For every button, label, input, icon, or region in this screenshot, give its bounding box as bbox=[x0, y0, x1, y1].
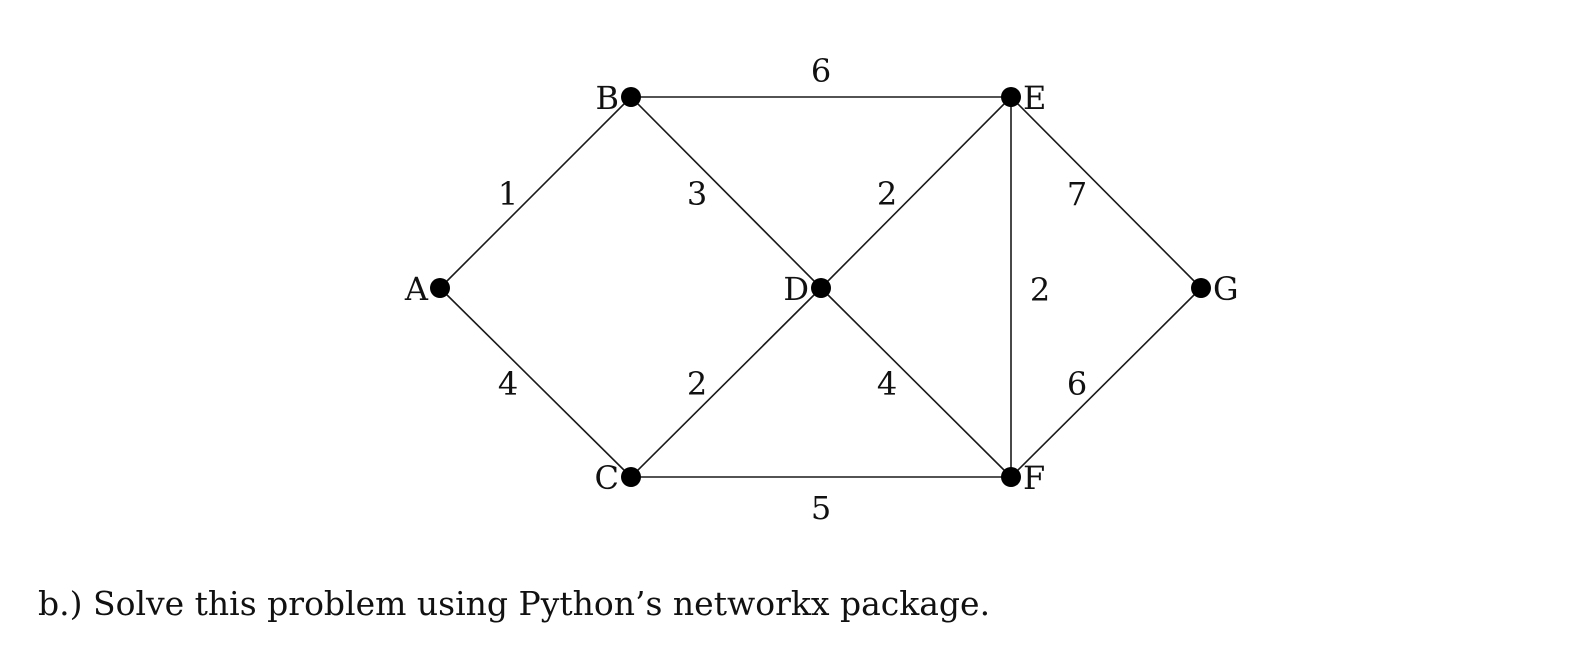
edge-weight-b-d: 3 bbox=[687, 175, 707, 213]
node-g bbox=[1191, 278, 1211, 298]
edge-weight-a-c: 4 bbox=[498, 365, 518, 403]
graph-nodes bbox=[430, 87, 1211, 487]
weighted-graph-diagram: 1 4 3 6 2 5 2 4 2 7 6 A B C D E F G bbox=[404, 52, 1239, 527]
edge-d-e bbox=[820, 96, 1012, 289]
edge-a-b bbox=[439, 96, 632, 289]
edge-weight-e-g: 7 bbox=[1067, 175, 1087, 213]
edge-weight-c-f: 5 bbox=[811, 489, 831, 527]
node-f bbox=[1001, 467, 1021, 487]
node-label-a: A bbox=[404, 270, 429, 308]
edge-weight-c-d: 2 bbox=[687, 365, 707, 403]
edge-weight-d-f: 4 bbox=[877, 365, 897, 403]
edge-weight-f-g: 6 bbox=[1067, 365, 1087, 403]
edge-weight-d-e: 2 bbox=[877, 175, 897, 213]
node-labels: A B C D E F G bbox=[404, 79, 1239, 497]
node-e bbox=[1001, 87, 1021, 107]
node-c bbox=[621, 467, 641, 487]
edge-a-c bbox=[439, 287, 632, 478]
node-label-g: G bbox=[1213, 270, 1239, 308]
node-d bbox=[811, 278, 831, 298]
graph-edges bbox=[439, 96, 1202, 478]
node-label-e: E bbox=[1023, 79, 1046, 117]
edge-weight-labels: 1 4 3 6 2 5 2 4 2 7 6 bbox=[498, 52, 1087, 527]
node-label-c: C bbox=[595, 459, 619, 497]
node-b bbox=[621, 87, 641, 107]
node-label-d: D bbox=[783, 270, 809, 308]
edge-f-g bbox=[1010, 287, 1202, 478]
edge-weight-e-f: 2 bbox=[1030, 271, 1050, 309]
edge-c-d bbox=[630, 287, 822, 478]
node-a bbox=[430, 278, 450, 298]
instruction-text: b.) Solve this problem using Python’s ne… bbox=[38, 584, 991, 623]
edge-d-f bbox=[820, 287, 1012, 478]
node-label-b: B bbox=[595, 79, 619, 117]
edge-weight-a-b: 1 bbox=[498, 175, 518, 213]
edge-weight-b-e: 6 bbox=[811, 52, 831, 90]
node-label-f: F bbox=[1023, 459, 1045, 497]
edge-b-d bbox=[630, 96, 822, 289]
edge-e-g bbox=[1010, 96, 1202, 289]
